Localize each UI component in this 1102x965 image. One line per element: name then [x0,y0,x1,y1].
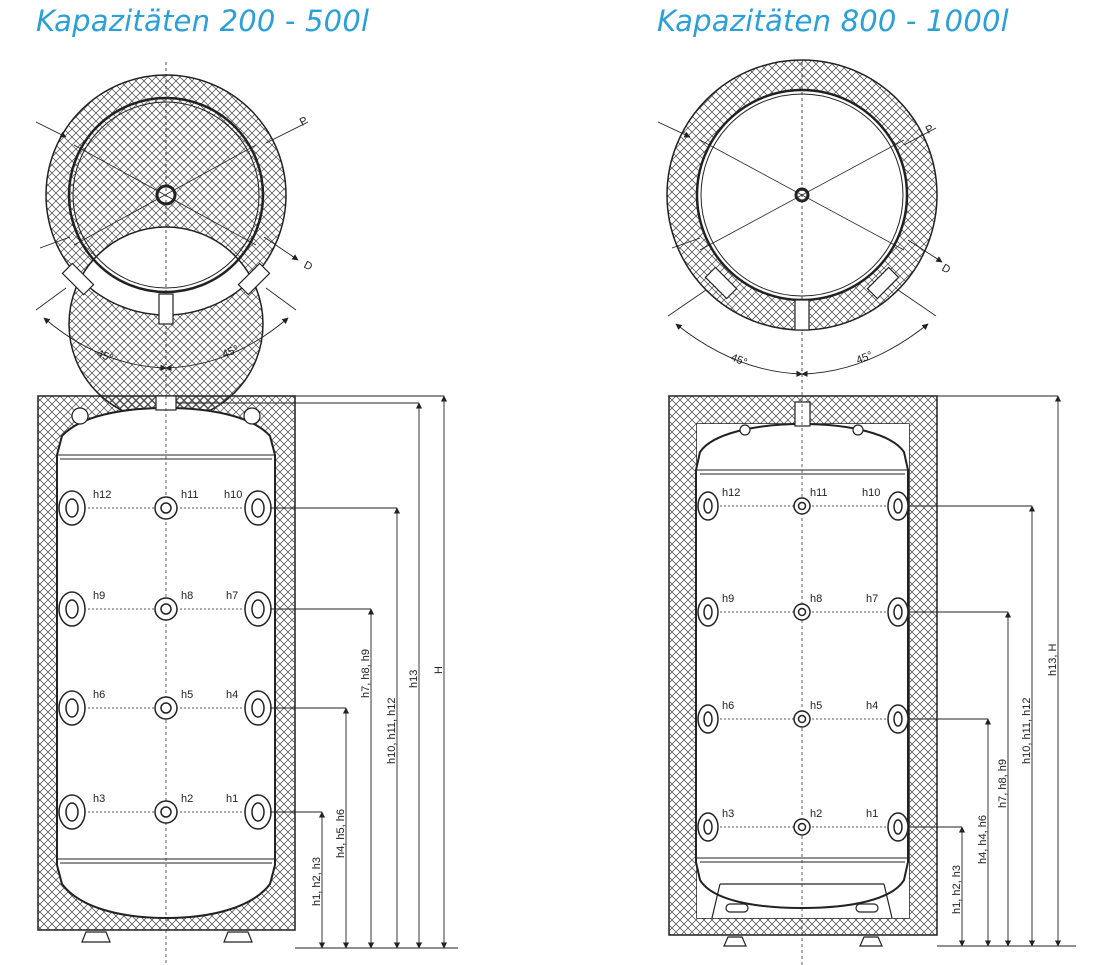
conn-label: h1 [226,793,238,805]
conn-label: h2 [810,808,822,820]
title-left: Kapazitäten 200 - 500l [36,4,370,38]
conn-label: h9 [722,593,734,605]
dimension-labels-left: h1, h2, h3 h4, h5, h6 h7, h8, h9 h10, h1… [311,649,445,906]
dim-label: h10, h11, h12 [386,698,398,764]
angle-left-1: 45° [95,348,115,365]
conn-label: h11 [810,487,828,499]
dim-label: h13 [408,670,420,688]
dim-label: h10, h11, h12 [1021,698,1033,764]
connection-labels-left: h12 h11 h10 h9 h8 h7 h6 h5 h4 h3 h2 h1 [93,489,242,805]
dim-label: h1, h2, h3 [311,857,323,906]
angle-right-1: 45° [729,352,749,369]
side-view-left [37,395,296,943]
angle-right-2: 45° [855,349,875,366]
dim-label: h4, h5, h6 [335,809,347,858]
side-view-right [668,395,938,947]
dim-label: h13, H [1047,644,1059,676]
dimensions-left [176,395,458,949]
conn-label: h11 [181,489,199,501]
conn-label: h7 [866,593,878,605]
conn-label: h5 [181,689,193,701]
conn-label: h4 [226,689,238,701]
connections-left [58,490,322,830]
conn-label: h3 [722,808,734,820]
connections-right [697,491,1032,842]
conn-label: h8 [181,590,193,602]
dim-label: h4, h4, h6 [977,815,989,864]
connection-labels-right: h12 h11 h10 h9 h8 h7 h6 h5 h4 h3 h2 h1 [722,487,880,820]
row-left-3 [58,690,322,726]
dimension-labels-right: h1, h2, h3 h4, h4, h6 h7, h8, h9 h10, h1… [951,644,1059,914]
conn-label: h6 [722,700,734,712]
angle-left-2: 45° [221,343,241,360]
conn-label: h12 [93,489,111,501]
conn-label: h5 [810,700,822,712]
conn-label: h12 [722,487,740,499]
conn-label: h10 [862,487,880,499]
dim-label: h1, h2, h3 [951,865,963,914]
row-left-1 [58,490,322,526]
conn-label: h10 [224,489,242,501]
conn-label: h4 [866,700,878,712]
dimensions-right [908,395,1076,947]
row-left-4 [58,794,322,830]
dim-label: h7, h8, h9 [360,649,372,698]
label-d-right: D [940,262,953,276]
conn-label: h9 [93,590,105,602]
label-p-right: P [924,123,936,137]
conn-label: h6 [93,689,105,701]
conn-label: h2 [181,793,193,805]
conn-label: h8 [810,593,822,605]
row-right-4 [697,812,962,842]
row-left-2 [58,591,322,627]
top-view-right [657,59,943,382]
title-right: Kapazitäten 800 - 1000l [657,4,1009,38]
dim-label: H [433,666,445,674]
dim-label: h7, h8, h9 [997,759,1009,808]
row-right-2 [697,597,1008,627]
conn-label: h3 [93,793,105,805]
conn-label: h7 [226,590,238,602]
label-d-left: D [302,259,315,273]
top-view-left [35,62,309,422]
conn-label: h1 [866,808,878,820]
